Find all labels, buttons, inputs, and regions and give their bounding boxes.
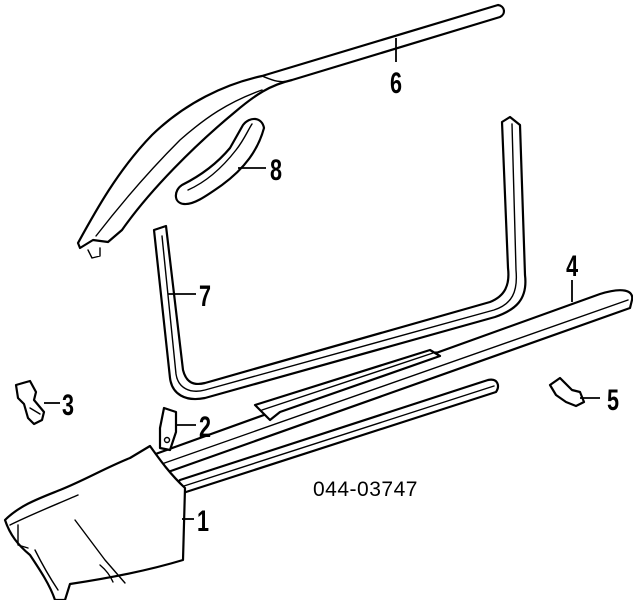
part-7-door-weatherstrip <box>152 115 527 401</box>
diagram-reference-code: 044-03747 <box>313 478 418 501</box>
part-6-roof-rail-trim <box>76 3 505 259</box>
inner-sill-wedge <box>253 348 442 422</box>
callout-1: 1 <box>197 503 209 537</box>
callout-2: 2 <box>199 409 211 443</box>
callout-3: 3 <box>62 387 74 421</box>
part-3-push-clip <box>14 379 46 426</box>
leader-lines <box>44 38 600 520</box>
part-8-grab-handle <box>174 117 266 206</box>
part-5-retainer-clip <box>548 376 586 408</box>
callout-6: 6 <box>390 65 402 99</box>
callout-4: 4 <box>566 248 578 282</box>
callout-8: 8 <box>270 152 282 186</box>
callout-5: 5 <box>607 382 619 416</box>
part-2-bracket <box>158 406 178 452</box>
part-1-cowl-side-panel <box>3 444 187 600</box>
callout-7: 7 <box>199 278 211 312</box>
